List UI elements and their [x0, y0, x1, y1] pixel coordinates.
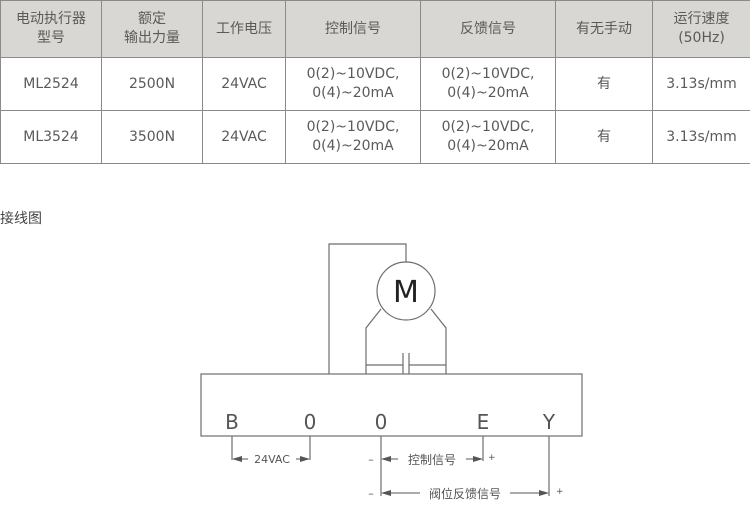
cell-control: 0(2)~10VDC, 0(4)~20mA	[285, 110, 421, 164]
header-text: 反馈信号	[460, 20, 516, 37]
cell-voltage: 24VAC	[202, 110, 286, 164]
cell-feedback: 0(2)~10VDC, 0(4)~20mA	[420, 110, 556, 164]
header-text: 工作电压	[216, 20, 272, 37]
actuator-terminal-box	[200, 373, 583, 437]
header-text: (50Hz)	[678, 30, 725, 46]
header-control: 控制信号	[285, 0, 421, 58]
motor-icon	[376, 261, 436, 321]
header-text: 输出力量	[124, 30, 180, 46]
cell-text: 0(4)~20mA	[447, 85, 529, 101]
table-row: ML2524 2500N 24VAC 0(2)~10VDC,0(4)~20mA …	[0, 57, 750, 111]
terminal-0a: 0	[304, 410, 317, 434]
header-model: 电动执行器型号	[0, 0, 102, 58]
terminal-y: Y	[542, 410, 556, 434]
header-force: 额定输出力量	[101, 0, 203, 58]
cell-force: 2500N	[101, 57, 203, 111]
header-text: 电动执行器	[16, 11, 86, 27]
motor-wire-left	[365, 308, 382, 374]
motor-label: M	[393, 275, 419, 310]
cell-manual: 有	[555, 110, 653, 164]
control-signal-label: 控制信号	[408, 453, 456, 467]
cell-feedback: 0(2)~10VDC, 0(4)~20mA	[420, 57, 556, 111]
header-speed: 运行速度 (50Hz)	[652, 0, 750, 58]
cell-text: 0(2)~10VDC,	[441, 66, 535, 82]
header-text: 额定	[138, 11, 166, 27]
control-minus: –	[368, 453, 374, 466]
motor-wire-right	[430, 308, 447, 374]
header-voltage: 工作电压	[202, 0, 286, 58]
header-text: 型号	[37, 30, 65, 46]
terminal-0b: 0	[375, 410, 388, 434]
header-manual: 有无手动	[555, 0, 653, 58]
cell-text: 0(2)~10VDC,	[306, 119, 400, 135]
cell-force: 3500N	[101, 110, 203, 164]
header-feedback: 反馈信号	[420, 0, 556, 58]
spec-table: 电动执行器型号 额定输出力量 工作电压 控制信号 反馈信号 有无手动 运行速度 (…	[0, 0, 750, 164]
wiring-diagram-title: 接线图	[0, 211, 42, 227]
cell-text: 0(2)~10VDC,	[441, 119, 535, 135]
cell-text: 0(4)~20mA	[312, 85, 394, 101]
wire-b-to-motor	[328, 243, 407, 374]
cell-voltage: 24VAC	[202, 57, 286, 111]
cell-control: 0(2)~10VDC, 0(4)~20mA	[285, 57, 421, 111]
table-header-row: 电动执行器型号 额定输出力量 工作电压 控制信号 反馈信号 有无手动 运行速度 (…	[0, 0, 750, 58]
table-row: ML3524 3500N 24VAC 0(2)~10VDC,0(4)~20mA …	[0, 110, 750, 164]
cell-text: 0(4)~20mA	[312, 138, 394, 154]
header-text: 运行速度	[673, 11, 730, 27]
cell-manual: 有	[555, 57, 653, 111]
cell-speed: 3.13s/mm	[652, 110, 750, 164]
cell-text: 0(2)~10VDC,	[306, 66, 400, 82]
feedback-signal-label: 阀位反馈信号	[429, 486, 501, 501]
header-text: 有无手动	[576, 20, 632, 37]
cell-model: ML2524	[0, 57, 102, 111]
cell-text: 0(4)~20mA	[447, 138, 529, 154]
feedback-minus: –	[368, 487, 374, 500]
terminal-b: B	[225, 410, 239, 434]
terminal-e: E	[477, 410, 490, 434]
supply-voltage-label: 24VAC	[254, 453, 290, 466]
feedback-plus: +	[556, 487, 564, 497]
header-text: 控制信号	[325, 20, 381, 37]
control-plus: +	[488, 453, 496, 463]
